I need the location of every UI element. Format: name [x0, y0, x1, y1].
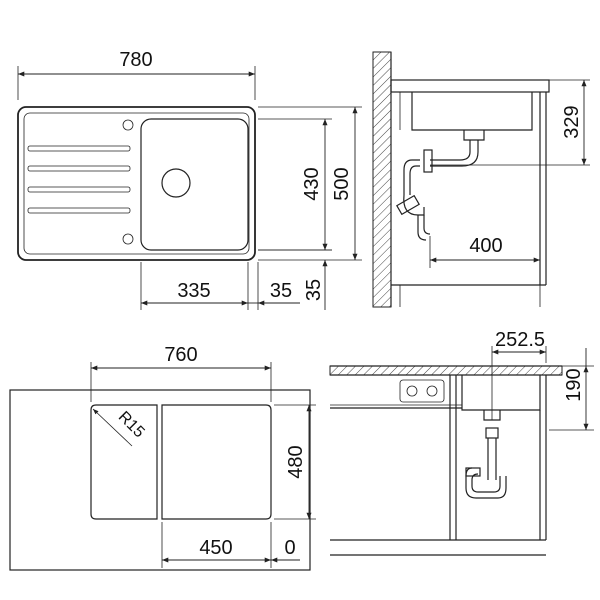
side-view: 329 400 [372, 51, 590, 308]
dim-35-bottom-label: 35 [303, 279, 325, 301]
wall-hatch [372, 51, 392, 308]
cutout-left [90, 404, 158, 520]
drain-pipe-upper [430, 140, 471, 161]
dim-335-label: 335 [177, 280, 210, 302]
dim-450-label: 450 [199, 537, 232, 559]
dim-430-label: 430 [301, 167, 323, 200]
dim-35-right-label: 35 [270, 280, 292, 302]
dim-400-label: 400 [469, 235, 502, 257]
dim-760-label: 760 [164, 344, 197, 366]
dim-329-label: 329 [561, 105, 583, 138]
tap-hole-bottom [122, 233, 134, 245]
drain-circle [161, 168, 191, 198]
trap-left [403, 159, 420, 195]
dim-480-label: 480 [285, 445, 307, 478]
countertop-front-hatch [329, 365, 563, 376]
cutout-view: R15 760 480 450 0 [9, 344, 316, 571]
dim-780-label: 780 [119, 49, 152, 71]
sink-outline [17, 106, 256, 261]
top-view: 780 430 500 335 35 35 [17, 49, 362, 310]
tap-hole-top [122, 119, 134, 131]
dim-r15-label: R15 [115, 408, 148, 441]
sink-inner-outline [23, 112, 250, 255]
dim-190-label: 190 [563, 368, 585, 401]
trap-front [465, 467, 507, 499]
cutout-right [161, 404, 272, 520]
dim-252-5-label: 252.5 [495, 329, 545, 351]
trap-joint [396, 194, 420, 216]
counter-outline [9, 389, 311, 571]
drain-fitting [463, 130, 485, 141]
bowl-outline [140, 118, 249, 251]
bowl-side [411, 92, 533, 131]
front-view: 252.5 190 [329, 329, 594, 556]
countertop-side [390, 79, 550, 93]
dim-500-label: 500 [331, 167, 353, 200]
bowl-front [461, 375, 541, 411]
overflow-right [426, 385, 438, 397]
dim-0-label: 0 [284, 537, 295, 559]
overflow-left [406, 385, 418, 397]
drainer-grooves [27, 145, 131, 214]
